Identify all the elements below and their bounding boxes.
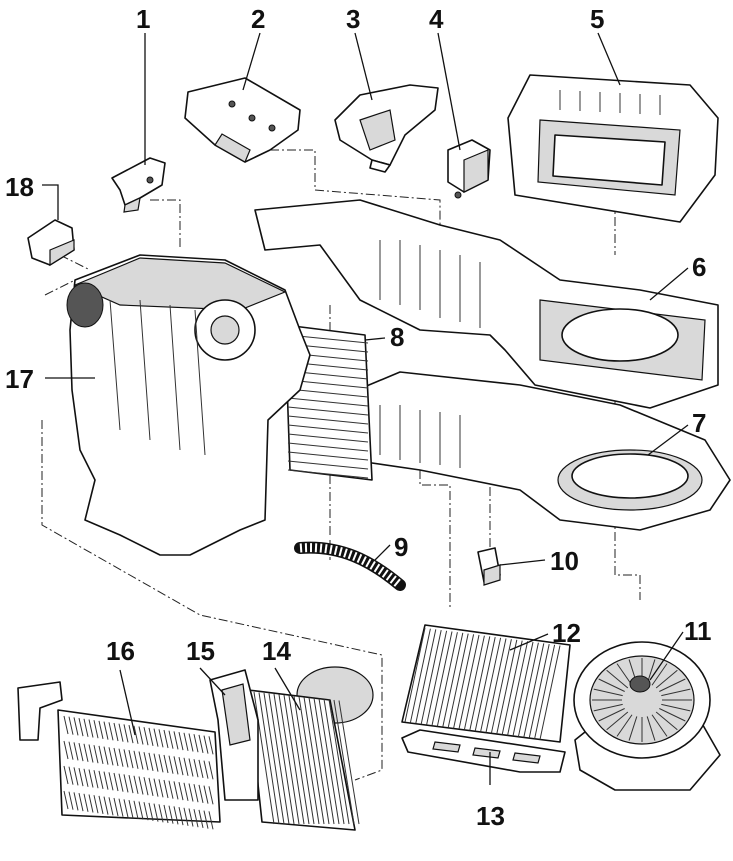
part-4-actuator (447, 139, 491, 199)
part-3-servo-motor (334, 84, 439, 173)
callout-13: 13 (476, 801, 505, 831)
part-1-bracket (111, 157, 166, 213)
callout-4: 4 (429, 4, 444, 34)
callout-1: 1 (136, 4, 150, 34)
callout-6: 6 (692, 252, 706, 282)
part-13-filter-cover (401, 729, 566, 773)
part-15-seal-frame (209, 669, 259, 801)
callout-3: 3 (346, 4, 360, 34)
part-7-lower-housing (344, 371, 731, 531)
part-2-bracket-plate (184, 77, 301, 163)
callout-12: 12 (552, 618, 581, 648)
part-18-bracket (27, 219, 75, 267)
part-17-heater-housing (66, 254, 311, 556)
callout-15: 15 (186, 636, 215, 666)
part-10-sensor (477, 547, 501, 586)
callout-5: 5 (590, 4, 604, 34)
callout-18: 18 (5, 172, 34, 202)
part-5-upper-housing (507, 74, 719, 223)
callout-numbers: 1 2 3 4 5 6 7 8 9 10 11 12 13 14 15 16 1… (5, 4, 712, 831)
callout-17: 17 (5, 364, 34, 394)
callout-11: 11 (684, 616, 712, 646)
callout-9: 9 (394, 532, 408, 562)
part-11-blower-motor (573, 641, 721, 791)
part-12-pollen-filter (401, 624, 571, 743)
callout-10: 10 (550, 546, 579, 576)
part-6-duct-housing (254, 199, 719, 409)
callout-14: 14 (262, 636, 291, 666)
callout-2: 2 (251, 4, 265, 34)
part-14-core (247, 666, 374, 831)
callout-8: 8 (390, 322, 404, 352)
callout-16: 16 (106, 636, 135, 666)
leader-lines (42, 32, 689, 785)
part-9-drain-hose (294, 541, 406, 591)
part-16-heat-exchanger (17, 681, 221, 830)
callout-7: 7 (692, 408, 706, 438)
